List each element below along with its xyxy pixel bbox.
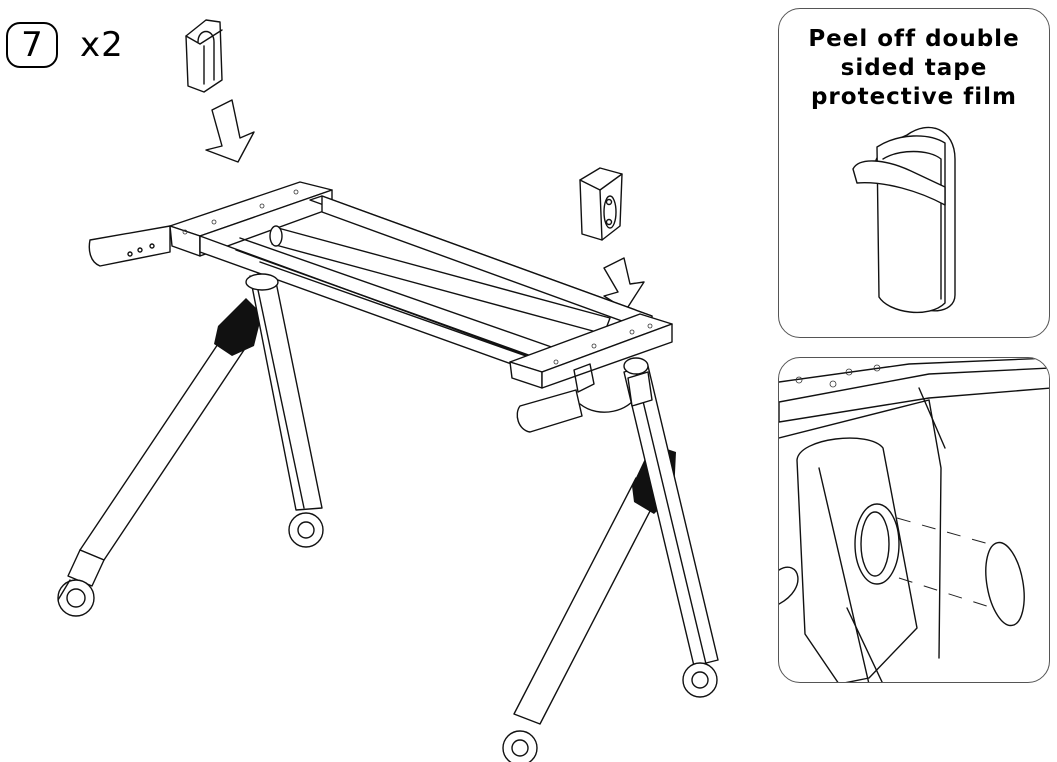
table-frame-illustration <box>57 19 719 762</box>
down-arrow-icon <box>603 257 645 311</box>
quantity-label: x2 <box>80 25 124 65</box>
tape-film-icon <box>852 126 956 314</box>
frame-side-rails <box>199 195 653 371</box>
end-cap-part-right <box>579 167 623 241</box>
leg-left-front <box>57 298 262 617</box>
step-number: 7 <box>21 25 43 65</box>
leg-right-front <box>502 444 676 762</box>
leg-right-rear <box>623 357 719 698</box>
step-number-badge: 7 <box>6 22 58 68</box>
detail-closeup-panel <box>778 357 1050 683</box>
closeup-illustration <box>779 358 1049 682</box>
instruction-panel: Peel off double sided tape protective fi… <box>778 8 1050 338</box>
down-arrow-icon <box>205 99 255 163</box>
leg-left-rear <box>245 273 324 548</box>
instruction-text: Peel off double sided tape protective fi… <box>808 26 1020 110</box>
end-cap-part-left <box>185 19 223 93</box>
frame-right-end <box>509 313 673 433</box>
